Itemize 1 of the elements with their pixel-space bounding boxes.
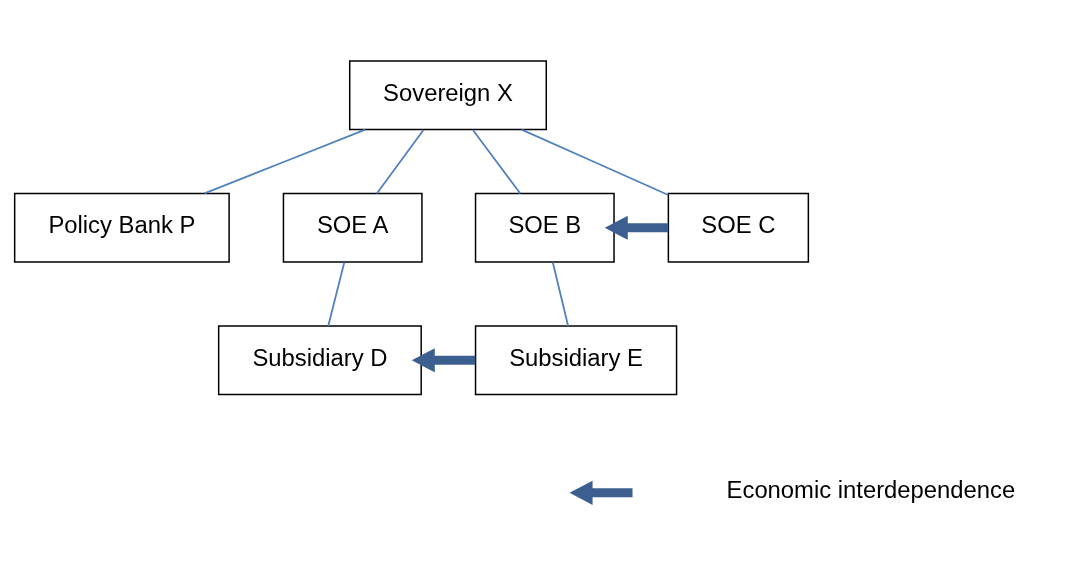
legend-label: Economic interdependence xyxy=(726,475,1016,503)
